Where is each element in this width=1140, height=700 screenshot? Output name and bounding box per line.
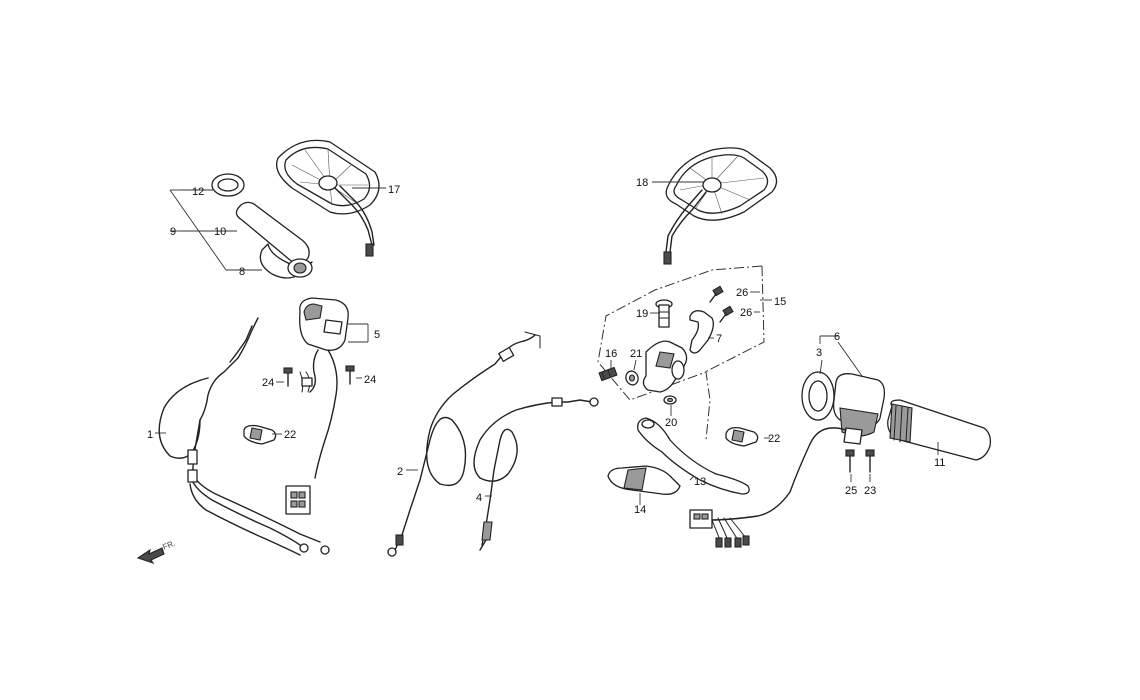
callout-13: 13: [694, 476, 706, 488]
screw-26-lower: [719, 305, 734, 323]
callout-3: 3: [816, 347, 822, 359]
callout-24-right: 24: [364, 374, 376, 386]
callout-16: 16: [605, 348, 617, 360]
callout-5: 5: [374, 329, 380, 341]
callout-26-lower: 26: [740, 307, 752, 319]
screw-23: [865, 449, 875, 473]
screw-24-right: [345, 365, 355, 385]
throttle-grip-11: [887, 399, 992, 461]
callout-15: 15: [774, 296, 786, 308]
callout-4: 4: [476, 492, 482, 504]
callout-14: 14: [634, 504, 646, 516]
screw-26-upper: [709, 285, 724, 303]
lever-bracket: [642, 340, 688, 393]
right-mirror: [663, 147, 778, 265]
callout-8: 8: [239, 266, 245, 278]
front-arrow-icon: FR.: [136, 539, 177, 565]
leader-lines: [155, 181, 939, 505]
callout-26-upper: 26: [736, 287, 748, 299]
screw-25: [845, 449, 855, 473]
callout-2: 2: [397, 466, 403, 478]
callout-labels: 1 2 3 4 5 6 7 8 9 10 11 12 13 14 15 16 1…: [147, 177, 945, 516]
brake-lever-13: [637, 417, 750, 495]
callout-25: 25: [845, 485, 857, 497]
screw-24-left: [283, 367, 293, 387]
holder-bracket-7: [689, 310, 714, 354]
callout-6: 6: [834, 331, 840, 343]
callout-22-left: 22: [284, 429, 296, 441]
left-grip-ring: [211, 173, 245, 197]
callout-7: 7: [716, 333, 722, 345]
callout-23: 23: [864, 485, 876, 497]
left-handlebar-switch: [285, 297, 349, 515]
callout-18: 18: [636, 177, 648, 189]
callout-24-left: 24: [262, 377, 274, 389]
left-mirror: [275, 139, 380, 257]
nut-20: [663, 395, 677, 405]
lever-cover-14: [607, 465, 681, 495]
callout-1: 1: [147, 429, 153, 441]
left-grip: [235, 201, 313, 279]
callout-22-right: 22: [768, 433, 780, 445]
screw-16: [598, 366, 618, 382]
cable-clamp-22-left: [243, 424, 277, 445]
front-label: FR.: [161, 539, 176, 552]
callout-21: 21: [630, 348, 642, 360]
callout-19: 19: [636, 308, 648, 320]
callout-12: 12: [192, 186, 204, 198]
right-switch-wiring: [689, 427, 847, 548]
callout-10: 10: [214, 226, 226, 238]
pivot-bolt-19: [655, 299, 673, 328]
callout-9: 9: [170, 226, 176, 238]
callout-20: 20: [665, 417, 677, 429]
clutch-cable-2: [387, 331, 541, 557]
washer-21: [625, 370, 639, 386]
callout-17: 17: [388, 184, 400, 196]
throttle-cable-1: [158, 317, 330, 556]
right-handlebar-switch-6: [832, 373, 886, 445]
callout-11: 11: [934, 457, 945, 469]
lever-bracket-group-15: [597, 265, 765, 441]
cable-clamp-22-right: [725, 426, 759, 447]
throttle-housing-3: [801, 371, 835, 421]
brake-cable-4: [473, 397, 599, 551]
